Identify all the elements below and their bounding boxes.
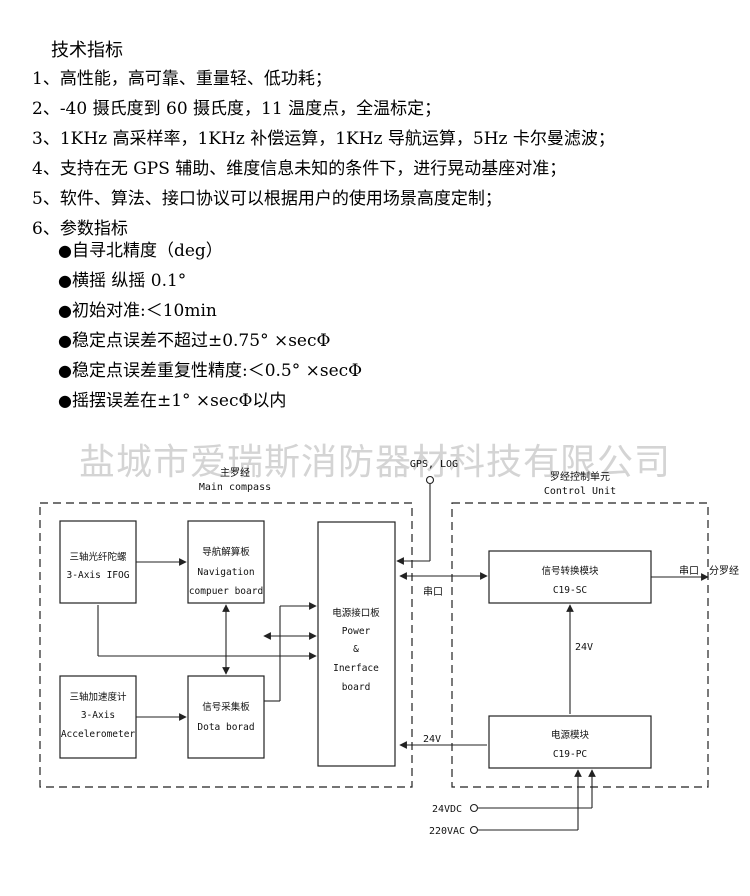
main-compass-cn-label: 主罗经 xyxy=(220,466,250,479)
param-item: ●稳定点误差重复性精度:＜0.5° ×secΦ xyxy=(58,360,362,390)
control-unit-cn-label: 罗经控制单元 xyxy=(550,470,610,483)
power-en-label-3: Inerface xyxy=(333,663,379,674)
power-en-label-1: Power xyxy=(342,626,371,637)
spec-item: 4、支持在无 GPS 辅助、维度信息未知的条件下，进行晃动基座对准； xyxy=(32,159,567,179)
power-en-label-2: & xyxy=(353,644,359,655)
psu-cn-label: 电源模块 xyxy=(551,729,590,741)
bullet-icon: ● xyxy=(58,331,72,350)
accel-en-label-2: Accelerometer xyxy=(61,729,136,740)
spec-title: 技术指标 xyxy=(51,40,123,61)
spec-item: 3、1KHz 高采样率，1KHz 补偿运算，1KHz 导航运算，5Hz 卡尔曼滤… xyxy=(32,129,615,149)
param-item: ●初始对准:＜10min xyxy=(58,300,362,330)
accel-cn-label: 三轴加速度计 xyxy=(69,691,127,703)
param-item: ●摇摆误差在±1° ×secΦ以内 xyxy=(58,390,362,420)
in-24vdc-label: 24VDC xyxy=(432,804,462,815)
param-text: 稳定点误差重复性精度:＜0.5° ×secΦ xyxy=(71,361,363,381)
ifog-cn-label: 三轴光纤陀螺 xyxy=(69,551,127,563)
param-item: ●横摇 纵摇 0.1° xyxy=(58,270,362,300)
accel-en-label-1: 3-Axis xyxy=(81,710,115,721)
v24-vertical-label: 24V xyxy=(575,642,593,653)
data-board-block xyxy=(187,675,265,759)
spec-list: 1、高性能，高可靠、重量轻、低功耗； 2、-40 摄氏度到 60 摄氏度，11 … xyxy=(32,66,615,246)
spec-item: 2、-40 摄氏度到 60 摄氏度，11 温度点，全温标定； xyxy=(32,99,442,119)
nav-board-block xyxy=(187,520,265,604)
param-text: 横摇 纵摇 0.1° xyxy=(71,271,187,291)
psu-module-block xyxy=(488,715,652,769)
main-compass-enclosure xyxy=(39,502,413,788)
nav-en-label-1: Navigation xyxy=(197,567,254,578)
spec-item: 1、高性能，高可靠、重量轻、低功耗； xyxy=(32,69,332,89)
in-220vac-label: 220VAC xyxy=(429,826,465,837)
block-diagram: 主罗经 Main compass 罗经控制单元 Control Unit GPS… xyxy=(39,459,739,837)
v24-horizontal-label: 24V xyxy=(423,734,441,745)
ifog-en-label: 3-Axis IFOG xyxy=(67,570,130,581)
nav-cn-label: 导航解算板 xyxy=(202,546,250,558)
power-en-label-4: board xyxy=(342,682,371,693)
control-unit-en-label: Control Unit xyxy=(544,486,616,497)
param-item: ●稳定点误差不超过±0.75° ×secΦ xyxy=(58,330,362,360)
spec-item: 5、软件、算法、接口协议可以根据用户的使用场景高度定制； xyxy=(32,189,502,209)
data-board-cn-label: 信号采集板 xyxy=(202,701,250,713)
signal-module-cn-label: 信号转换模块 xyxy=(541,565,599,577)
param-text: 摇摆误差在±1° ×secΦ以内 xyxy=(71,391,287,411)
bullet-icon: ● xyxy=(58,241,72,260)
bullet-icon: ● xyxy=(58,361,72,380)
psu-en-label: C19-PC xyxy=(553,749,587,760)
main-compass-en-label: Main compass xyxy=(199,482,271,493)
power-cn-label: 电源接口板 xyxy=(332,607,380,619)
nav-en-label-2: compuer board xyxy=(189,586,263,597)
watermark: 盐城市爱瑞斯消防器材科技有限公司 xyxy=(78,442,671,483)
bullet-icon: ● xyxy=(58,391,72,410)
repeater-label: 分罗经 xyxy=(709,564,739,577)
data-board-en-label: Dota borad xyxy=(197,722,254,733)
bullet-icon: ● xyxy=(58,301,72,320)
param-text: 初始对准:＜10min xyxy=(71,301,217,321)
serial-port-right-label: 串口 xyxy=(679,565,699,577)
bullet-icon: ● xyxy=(58,271,72,290)
power-board-block xyxy=(317,521,396,767)
serial-port-label: 串口 xyxy=(423,586,443,598)
param-list: ●自寻北精度（deg） ●横摇 纵摇 0.1° ●初始对准:＜10min ●稳定… xyxy=(58,240,362,420)
param-text: 自寻北精度（deg） xyxy=(71,241,223,261)
param-text: 稳定点误差不超过±0.75° ×secΦ xyxy=(71,331,331,351)
control-unit-enclosure xyxy=(451,502,709,788)
signal-module-en-label: C19-SC xyxy=(553,585,587,596)
spec-item: 6、参数指标 xyxy=(32,219,128,239)
param-item: ●自寻北精度（deg） xyxy=(58,240,362,270)
gps-log-label: GPS, LOG xyxy=(410,459,458,470)
